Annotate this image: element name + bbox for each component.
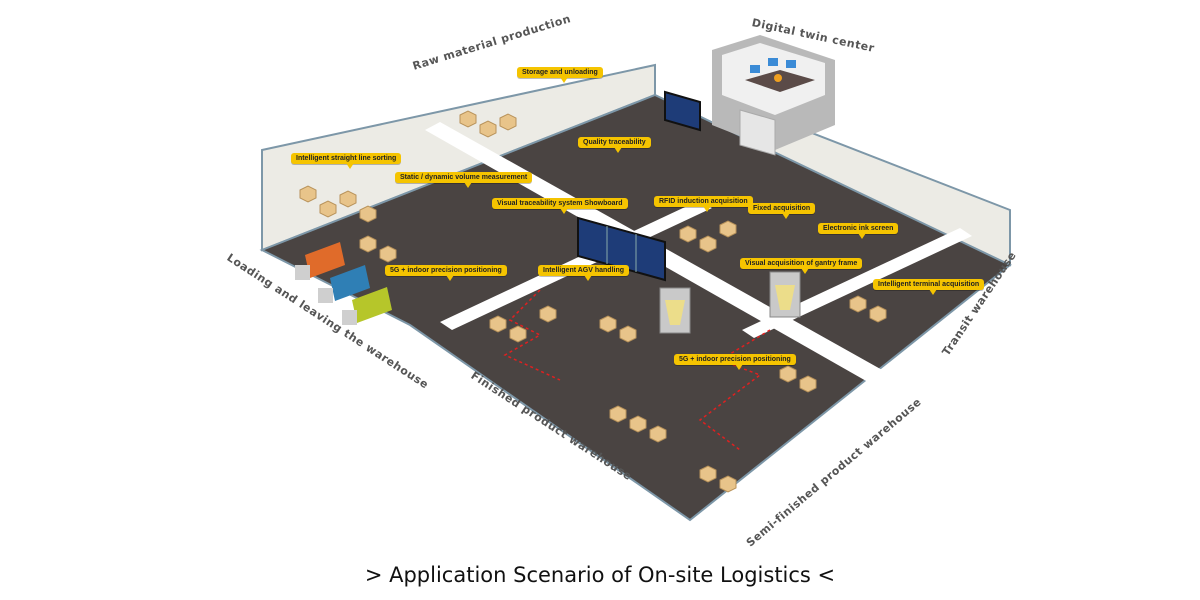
cargo-box bbox=[459, 110, 477, 128]
truck-green bbox=[342, 287, 392, 325]
cargo-box bbox=[799, 375, 817, 393]
cargo-box bbox=[699, 465, 717, 483]
callout-agv-handling: Intelligent AGV handling bbox=[538, 265, 630, 281]
callout-straight-line-sorting: Intelligent straight line sorting bbox=[291, 153, 402, 169]
cargo-box bbox=[359, 235, 377, 253]
cargo-box bbox=[479, 120, 497, 138]
callout-rfid: RFID induction acquisition bbox=[654, 196, 753, 212]
callout-volume-measurement: Static / dynamic volume measurement bbox=[395, 172, 533, 188]
cargo-box bbox=[719, 220, 737, 238]
cargo-box bbox=[299, 185, 317, 203]
cargo-box bbox=[849, 295, 867, 313]
cargo-box bbox=[719, 475, 737, 493]
callout-ink-screen: Electronic ink screen bbox=[818, 223, 899, 239]
callout-terminal-acquisition: Intelligent terminal acquisition bbox=[873, 279, 985, 295]
callout-visual-showboard: Visual traceability system Showboard bbox=[492, 198, 628, 214]
callout-positioning-bottom: 5G + indoor precision positioning bbox=[674, 354, 796, 370]
cargo-box bbox=[869, 305, 887, 323]
truck-blue bbox=[318, 265, 370, 303]
callout-fixed-acquisition: Fixed acquisition bbox=[748, 203, 816, 219]
truck-orange bbox=[295, 242, 345, 280]
cargo-box bbox=[489, 315, 507, 333]
gantry-frame-left bbox=[659, 287, 691, 334]
callout-positioning-left: 5G + indoor precision positioning bbox=[385, 265, 507, 281]
callout-quality-traceability: Quality traceability bbox=[578, 137, 651, 153]
cargo-boxes bbox=[299, 110, 887, 493]
cargo-box bbox=[649, 425, 667, 443]
callout-gantry-frame: Visual acquisition of gantry frame bbox=[740, 258, 863, 274]
forklift-path bbox=[698, 329, 771, 451]
showboard-screen bbox=[577, 216, 666, 282]
cargo-box bbox=[779, 365, 797, 383]
cargo-box bbox=[619, 325, 637, 343]
warehouse-floor bbox=[259, 93, 1012, 522]
callout-storage-unloading: Storage and unloading bbox=[517, 67, 603, 83]
digital-twin-building bbox=[712, 35, 835, 156]
cargo-box bbox=[499, 113, 517, 131]
cargo-box bbox=[629, 415, 647, 433]
cargo-box bbox=[699, 235, 717, 253]
cargo-box bbox=[359, 205, 377, 223]
cargo-box bbox=[339, 190, 357, 208]
cargo-box bbox=[679, 225, 697, 243]
cargo-box bbox=[509, 325, 527, 343]
cargo-box bbox=[319, 200, 337, 218]
cargo-box bbox=[379, 245, 397, 263]
cargo-box bbox=[609, 405, 627, 423]
screen-top bbox=[664, 90, 701, 132]
page-caption: > Application Scenario of On-site Logist… bbox=[364, 563, 836, 587]
gantry-frame-right bbox=[769, 271, 801, 318]
cargo-box bbox=[599, 315, 617, 333]
cargo-box bbox=[539, 305, 557, 323]
